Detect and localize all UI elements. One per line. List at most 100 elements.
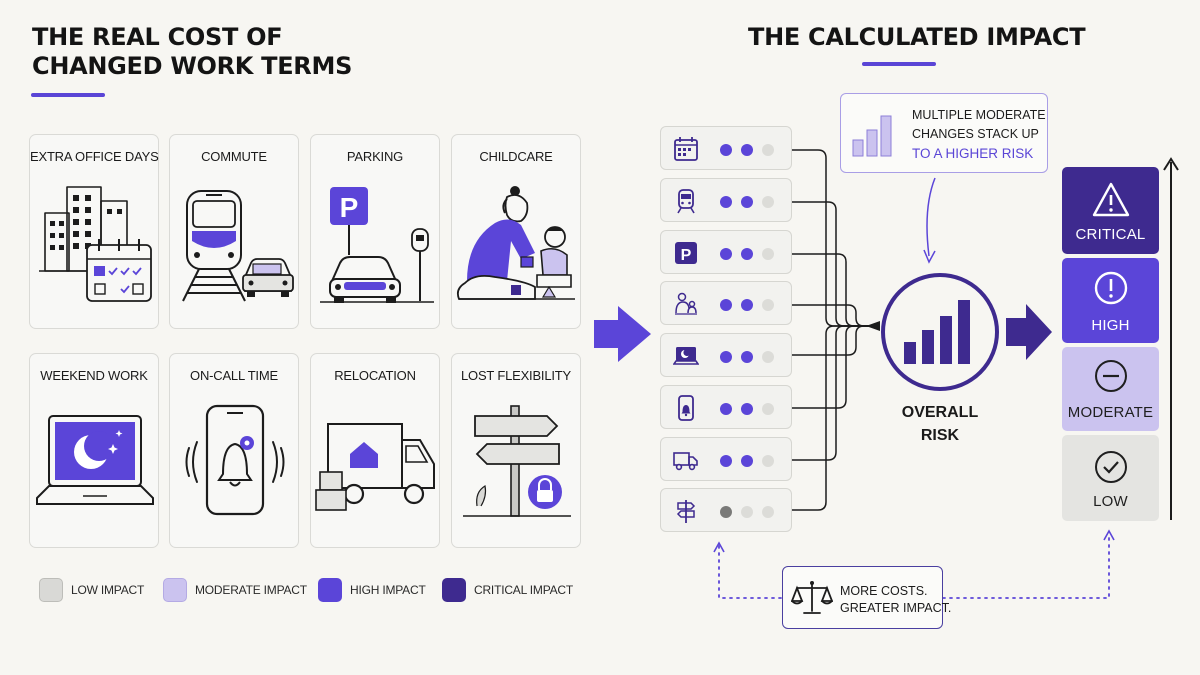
laptop-moon-icon [36,415,154,505]
impact-dots [720,403,774,415]
impact-dots [720,455,774,467]
impact-dot [720,144,732,156]
impact-dot [720,351,732,363]
left-title-line1: THE REAL COST OF [32,23,283,51]
warning-icon [1092,182,1130,217]
card-label: WEEKEND WORK [40,368,148,383]
card-childcare: CHILDCARE [451,134,581,329]
level-label: CRITICAL [1075,226,1146,243]
cost-row-commute [660,178,792,222]
impact-dots [720,351,774,363]
card-label: LOST FLEXIBILITY [461,368,571,383]
impact-dot [720,506,732,518]
card-label: PARKING [346,149,404,164]
legend-label: LOW IMPACT [71,583,145,597]
phone-bell-icon [185,404,285,516]
overall-risk-label: OVERALL RISK [880,401,1000,447]
parking-car-meter-icon: P [320,187,434,303]
legend-label: MODERATE IMPACT [195,583,307,597]
callout-highlight: TO A HIGHER RISK [912,146,1034,161]
signpost-lock-icon [463,405,571,517]
note-text: MORE COSTS. GREATER IMPACT. [840,583,951,617]
minus-icon [1095,360,1127,392]
legend-swatch-critical [442,578,466,602]
right-title-underline [862,62,936,66]
stacking-callout: MULTIPLE MODERATE CHANGES STACK UP TO A … [840,93,1048,173]
impact-dot [720,455,732,467]
cost-row-childcare [660,281,792,325]
connector-lines [792,149,880,511]
card-parking: PARKING P [310,134,440,329]
level-label: HIGH [1091,317,1130,334]
callout-text: MULTIPLE MODERATE CHANGES STACK UP TO A … [912,106,1046,163]
legend-label: CRITICAL IMPACT [474,583,574,597]
legend-moderate: MODERATE IMPACT [163,578,307,602]
impact-dot [762,144,774,156]
arrow-right-icon [594,306,651,362]
impact-dot [720,403,732,415]
rising-bars-icon [852,115,892,157]
legend-high: HIGH IMPACT [318,578,426,602]
svg-text:P: P [681,247,692,264]
more-costs-note: MORE COSTS. GREATER IMPACT. [782,566,951,629]
level-label: LOW [1093,493,1128,510]
impact-dot [720,299,732,311]
legend-label: HIGH IMPACT [350,583,426,597]
card-label: ON-CALL TIME [190,368,278,383]
arrow-right-dark-icon [1006,304,1052,360]
level-critical: CRITICAL [1062,167,1159,254]
left-title: THE REAL COST OF CHANGED WORK TERMS [32,23,352,81]
exclamation-icon [1094,271,1128,305]
cost-row-weekend-work [660,333,792,377]
check-icon [1095,451,1127,483]
callout-line: CHANGES STACK UP [912,127,1039,141]
cost-row-office-days [660,126,792,170]
impact-dot [741,455,753,467]
left-title-underline [31,93,105,97]
cost-row-parking: P [660,230,792,274]
scales-icon [791,581,833,614]
note-line: GREATER IMPACT. [840,601,952,615]
card-relocation: RELOCATION [310,353,440,548]
card-extra-office-days: EXTRA OFFICE DAYS [29,134,159,329]
card-lost-flexibility: LOST FLEXIBILITY [451,353,581,548]
legend-swatch-high [318,578,342,602]
impact-dot [741,403,753,415]
card-weekend-work: WEEKEND WORK [29,353,159,548]
level-low: LOW [1062,435,1159,521]
impact-dot [741,506,753,518]
legend-low: LOW IMPACT [39,578,144,602]
connector-arrowhead-icon [866,321,880,331]
legend-critical: CRITICAL IMPACT [442,578,573,602]
axis-arrowhead-icon [1163,157,1179,171]
train-car-icon [182,190,294,302]
laptop-moon-icon [673,347,699,365]
callout-pointer [926,177,936,257]
impact-dot [720,248,732,260]
left-title-line2: CHANGED WORK TERMS [32,52,353,80]
note-line: MORE COSTS. [840,584,928,598]
impact-dot [741,144,753,156]
risk-bars-icon [904,300,970,364]
overall-risk-line: RISK [920,427,960,444]
impact-dots [720,248,774,260]
loop-arrowhead-left-icon [713,541,725,553]
level-label: MODERATE [1067,404,1154,421]
loop-arrowhead-right-icon [1103,529,1115,541]
cost-row-relocation [660,437,792,481]
level-high: HIGH [1062,258,1159,343]
card-label: COMMUTE [201,149,267,164]
impact-dot [741,248,753,260]
level-moderate: MODERATE [1062,347,1159,431]
impact-dot [741,351,753,363]
office-building-calendar-icon [39,186,152,302]
overall-risk-line: OVERALL [901,404,979,421]
impact-dot [762,455,774,467]
card-label: RELOCATION [334,368,416,383]
impact-dots [720,196,774,208]
impact-dot [762,196,774,208]
moving-truck-icon [315,423,435,511]
calendar-icon [674,137,698,161]
impact-dot [762,506,774,518]
